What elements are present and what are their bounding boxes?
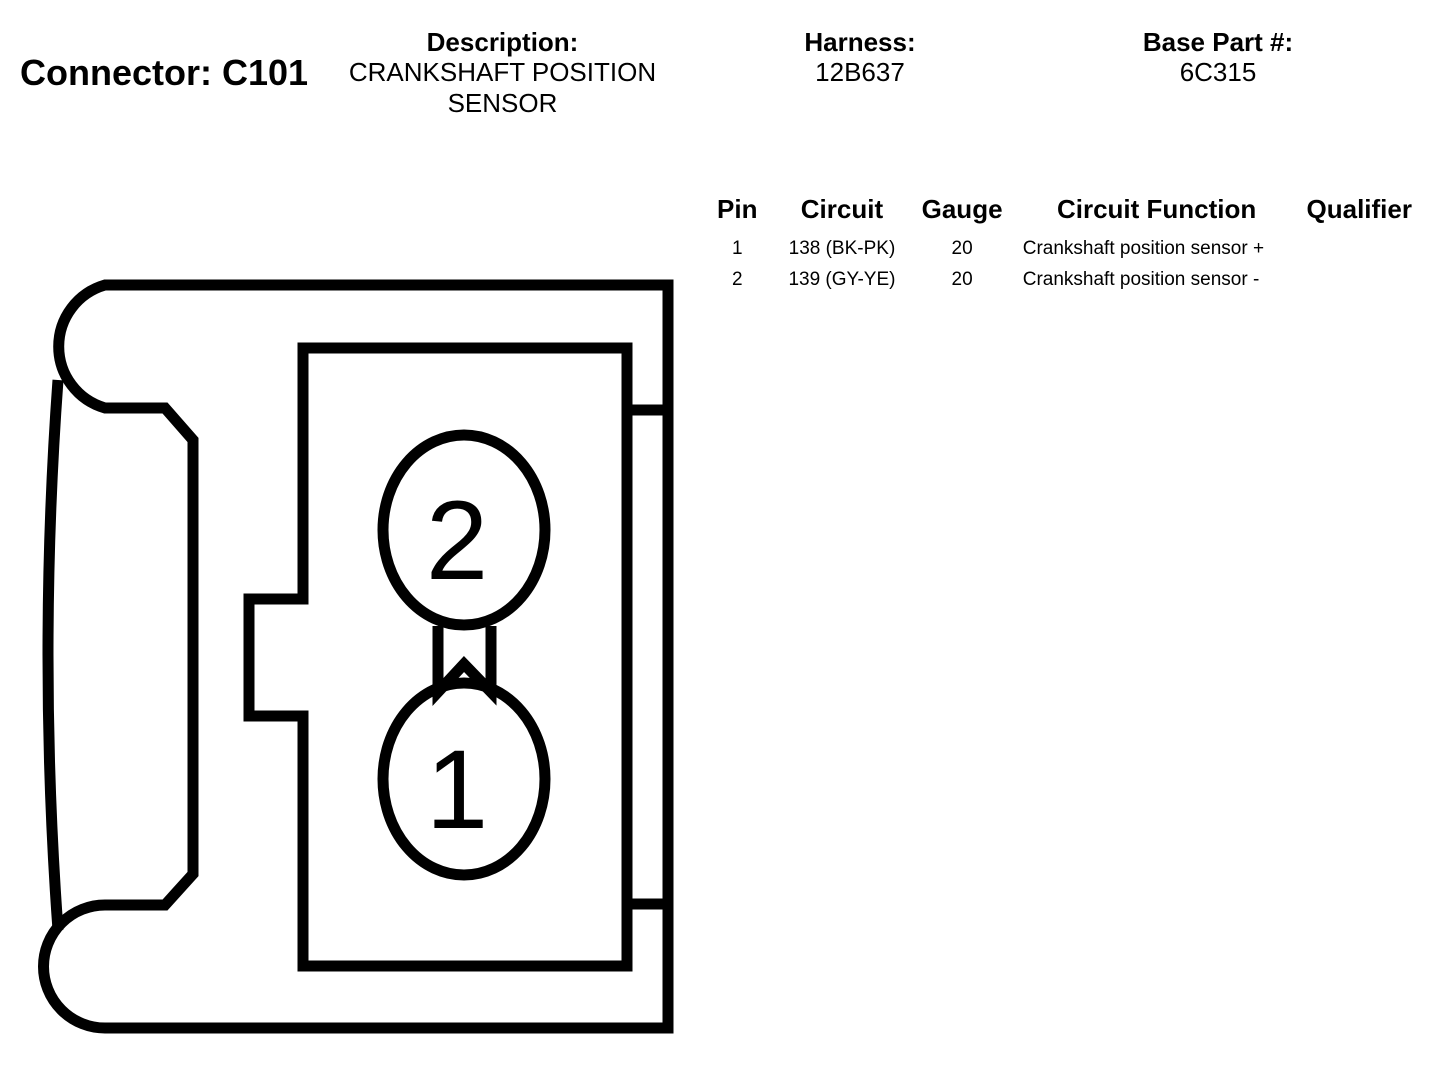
- table-row: 2 139 (GY-YE) 20 Crankshaft position sen…: [700, 264, 1420, 295]
- connector-housing-outline: [38, 279, 674, 1034]
- pin-1-label: 1: [426, 727, 488, 852]
- circuit-cell: 139 (GY-YE): [788, 268, 896, 290]
- pin-1-cavity: [377, 677, 551, 881]
- col-header-qualifier: Qualifier: [1306, 194, 1412, 224]
- description-block: Description: CRANKSHAFT POSITION SENSOR: [330, 27, 675, 119]
- gauge-cell: 20: [951, 237, 973, 259]
- col-header-circuit: Circuit: [800, 194, 884, 224]
- pin-2-cavity: [377, 429, 551, 631]
- pin-cell: 1: [731, 237, 743, 259]
- col-header-circuit-function: Circuit Function: [1056, 194, 1257, 224]
- table-row: 1 138 (BK-PK) 20 Crankshaft position sen…: [700, 233, 1420, 264]
- pin-table: Pin Circuit Gauge Circuit Function Quali…: [700, 194, 1420, 295]
- circuit-cell: 138 (BK-PK): [788, 237, 896, 259]
- circuit-function-cell: Crankshaft position sensor +: [1022, 237, 1265, 259]
- base-part-label: Base Part #:: [1142, 27, 1294, 57]
- description-value-line1: CRANKSHAFT POSITION: [348, 57, 657, 87]
- connector-title: Connector: C101: [20, 52, 309, 93]
- description-value-line2: SENSOR: [447, 88, 558, 118]
- base-part-value: 6C315: [1179, 57, 1257, 87]
- description-label: Description:: [426, 27, 579, 57]
- harness-label: Harness:: [804, 27, 916, 57]
- harness-block: Harness: 12B637: [760, 27, 960, 88]
- pin-table-header-row: Pin Circuit Gauge Circuit Function Quali…: [700, 194, 1420, 233]
- col-header-gauge: Gauge: [921, 194, 1003, 224]
- gauge-cell: 20: [951, 268, 973, 290]
- base-part-block: Base Part #: 6C315: [1118, 27, 1318, 88]
- col-header-pin: Pin: [717, 194, 758, 224]
- pin-bridge: [432, 626, 497, 707]
- circuit-function-cell: Crankshaft position sensor -: [1022, 268, 1260, 290]
- pin-cell: 2: [731, 268, 743, 290]
- pin-2-label: 2: [426, 478, 488, 603]
- connector-inner-frame: [243, 342, 633, 972]
- harness-value: 12B637: [815, 57, 905, 87]
- connector-left-side: [42, 379, 64, 931]
